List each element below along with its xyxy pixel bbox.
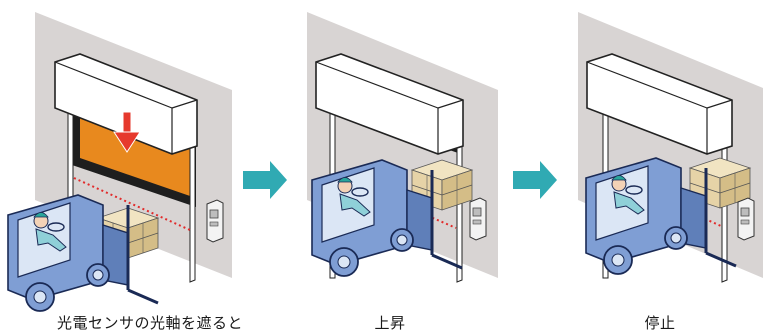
panel-2-door-rising	[307, 12, 498, 283]
flow-arrow-2	[513, 161, 557, 199]
panel-3-door-stopped	[578, 12, 763, 283]
caption-step-3: 停止	[644, 314, 676, 332]
door-rail-right	[456, 132, 463, 283]
sensor-box	[206, 199, 224, 243]
down-arrow	[113, 111, 141, 153]
door-rail-right	[189, 132, 196, 283]
caption-step-1: 光電センサの光軸を遮ると	[56, 314, 243, 332]
sensor-box	[469, 197, 487, 241]
door-head-box	[586, 53, 733, 155]
sensor-box	[737, 197, 755, 241]
flow-arrow-1	[243, 161, 287, 199]
sensor-beam	[73, 177, 191, 231]
door-head-box	[315, 53, 464, 155]
caption-step-2: 上昇	[374, 314, 406, 332]
door-head-box	[54, 53, 198, 155]
panel-1-door-closing	[6, 12, 232, 313]
